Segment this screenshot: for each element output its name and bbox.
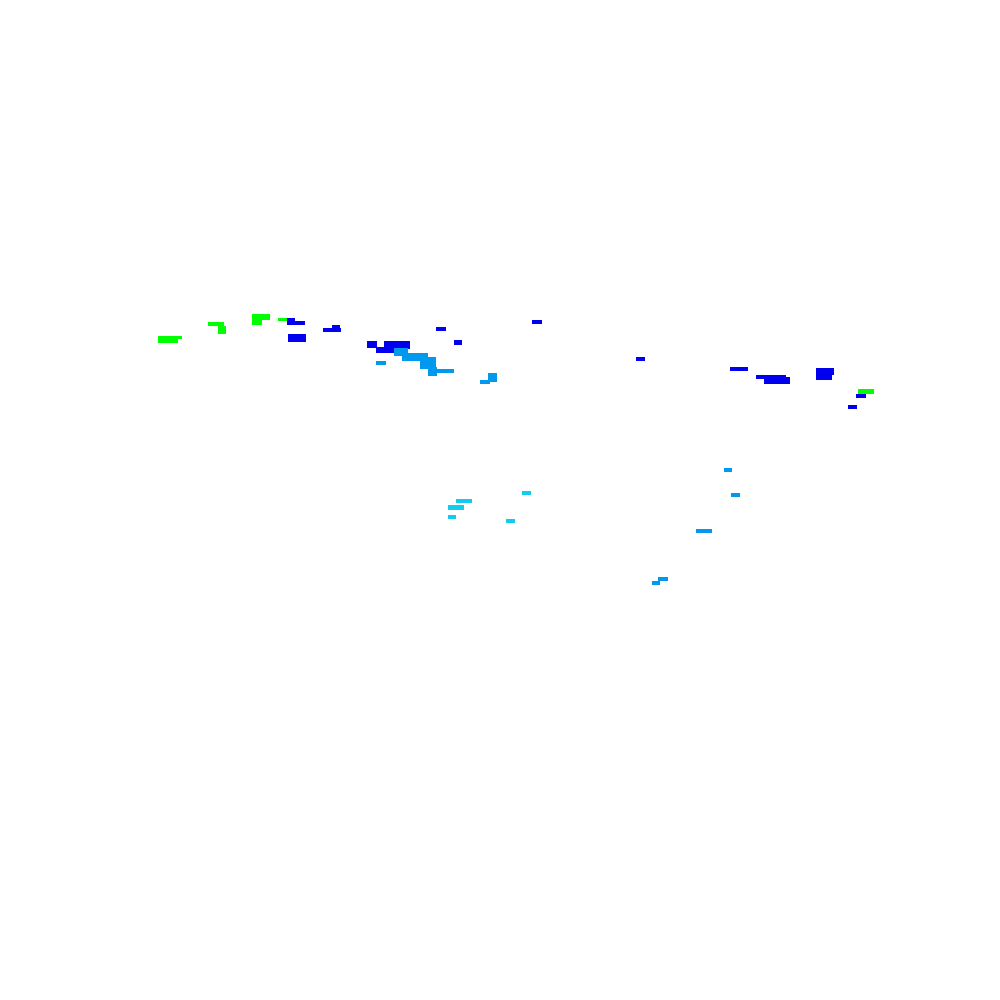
- light-blue-patch: [436, 369, 454, 373]
- blue-patch: [376, 347, 394, 353]
- light-blue-patch: [696, 529, 712, 533]
- green-patch: [176, 336, 182, 339]
- light-blue-patch: [428, 367, 437, 376]
- blue-patch: [856, 394, 866, 398]
- light-blue-patch: [652, 581, 660, 585]
- blue-patch: [287, 318, 295, 325]
- green-patch: [158, 336, 178, 343]
- blue-patch: [532, 320, 542, 324]
- light-blue-patch: [658, 577, 668, 581]
- blue-patch: [367, 341, 377, 348]
- green-patch: [252, 314, 270, 320]
- green-patch: [208, 322, 224, 326]
- blue-patch: [436, 327, 446, 331]
- cyan-patch: [448, 515, 456, 519]
- blue-patch: [384, 341, 410, 349]
- blue-patch: [816, 375, 832, 380]
- light-blue-patch: [488, 373, 497, 382]
- blue-patch: [288, 334, 306, 342]
- light-blue-patch: [731, 493, 740, 497]
- blue-patch: [454, 340, 462, 345]
- green-patch: [278, 318, 288, 321]
- blue-patch: [730, 367, 748, 371]
- light-blue-patch: [402, 353, 428, 361]
- green-patch: [218, 326, 226, 334]
- blue-patch: [332, 325, 340, 332]
- blue-patch: [764, 377, 790, 384]
- light-blue-patch: [724, 468, 732, 472]
- light-blue-patch: [394, 348, 408, 356]
- light-blue-patch: [376, 361, 386, 365]
- blue-patch: [293, 321, 305, 325]
- cyan-patch: [522, 491, 531, 495]
- green-patch: [252, 320, 262, 325]
- green-patch: [858, 389, 874, 394]
- cyan-patch: [506, 519, 515, 523]
- blue-patch: [848, 405, 857, 409]
- blue-patch: [816, 368, 834, 375]
- cyan-patch: [456, 499, 472, 503]
- cyan-patch: [448, 505, 464, 510]
- light-blue-patch: [420, 357, 436, 369]
- light-blue-patch: [480, 380, 490, 384]
- blue-patch: [636, 357, 645, 361]
